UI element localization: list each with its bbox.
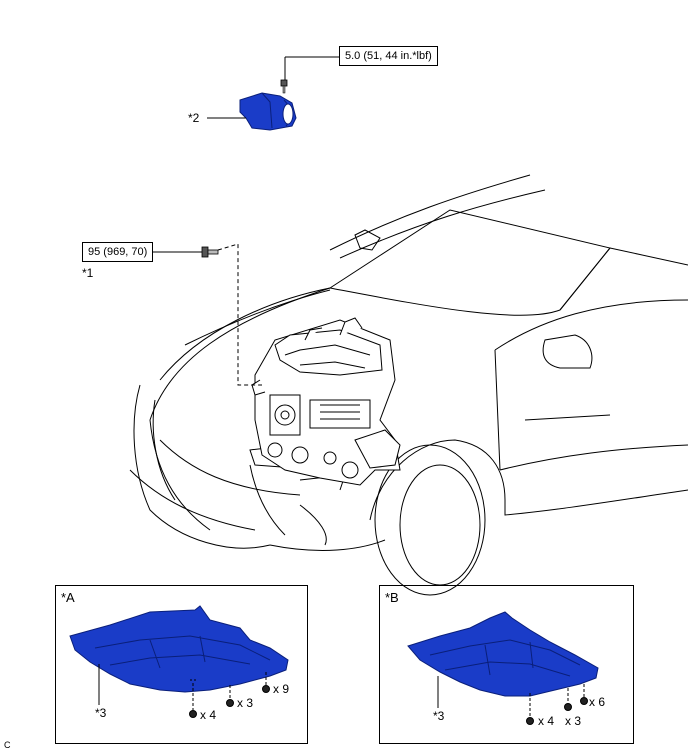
panel-b-title: *B <box>385 590 399 605</box>
part-label-3b: *3 <box>433 709 445 723</box>
clip-icon-a-2 <box>226 685 234 707</box>
part-label-3a: *3 <box>95 706 107 720</box>
undercover-a-illustration <box>69 605 289 693</box>
engine-illustration <box>251 317 401 486</box>
qty-label-b-1: x 4 <box>538 714 555 728</box>
engine-bolt-leader <box>217 243 262 386</box>
qty-label-b-2: x 3 <box>565 714 582 728</box>
clip-icon-b-3 <box>580 684 588 705</box>
engine-mount-bracket <box>239 92 297 131</box>
panel-a-title: *A <box>61 590 75 605</box>
part-label-2: *2 <box>188 111 200 125</box>
torque-spec-engine-bolt: 95 (969, 70) <box>82 242 154 262</box>
clip-icon-a-1 <box>189 679 197 718</box>
qty-label-a-1: x 4 <box>200 708 217 722</box>
car-outline <box>129 174 688 596</box>
clip-icon-a-3 <box>262 672 270 693</box>
qty-label-a-2: x 3 <box>237 696 254 710</box>
qty-label-a-3: x 9 <box>273 682 290 696</box>
torque-spec-mount-bolt: 5.0 (51, 44 in.*lbf) <box>339 46 438 66</box>
part-label-1: *1 <box>82 266 94 280</box>
clip-icon-b-2 <box>564 688 572 711</box>
mount-bolt-icon <box>280 79 288 94</box>
undercover-b-illustration <box>407 611 599 697</box>
engine-mount-bolt-icon <box>201 246 219 258</box>
figure-code: C <box>4 740 11 750</box>
panel-b: *B <box>379 585 634 744</box>
qty-label-b-3: x 6 <box>589 695 606 709</box>
panel-a: *A <box>55 585 308 744</box>
clip-icon-b-1 <box>526 693 534 725</box>
